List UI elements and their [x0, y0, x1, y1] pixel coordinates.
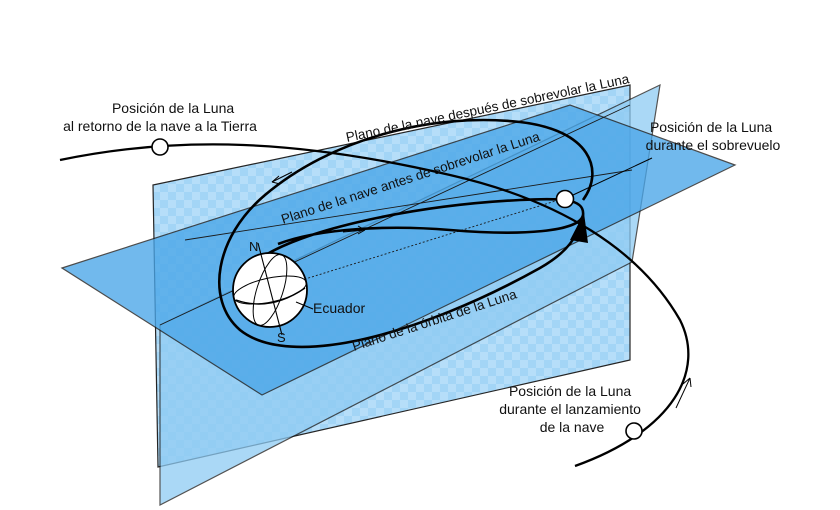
plane-intersection-line: [184, 169, 633, 241]
moon-flyby-label: Posición de la Luna durante el sobrevuel…: [646, 119, 781, 153]
equator-leader: [295, 301, 314, 310]
moon-launch-label-line1: Posición de la Luna: [509, 383, 631, 399]
moon-flyby-label-line2: durante el sobrevuelo: [646, 137, 781, 153]
trajectory-arrowhead: [570, 213, 588, 243]
moon-launch-marker: [625, 422, 643, 440]
moon-return-label-line2: al retorno de la nave a la Tierra: [63, 118, 257, 134]
earth-icon: [232, 242, 308, 336]
direction-arrow-icon: [675, 377, 692, 409]
earth-moon-line: [269, 197, 566, 291]
plane-moon-orbit: [60, 104, 737, 396]
moon-launch-label-line2: durante el lanzamiento: [499, 401, 641, 417]
direction-arrow-icon: [342, 225, 366, 235]
moon-flyby-label-line1: Posición de la Luna: [650, 119, 772, 135]
moon-launch-label: Posición de la Luna durante el lanzamien…: [499, 383, 645, 435]
equator-label: Ecuador: [313, 300, 365, 316]
south-label: S: [277, 330, 286, 345]
moon-flyby-marker: [555, 189, 575, 209]
north-label: N: [249, 239, 258, 254]
moon-launch-label-line3: de la nave: [540, 419, 605, 435]
moon-return-marker: [151, 138, 169, 156]
flyby-leader: [572, 157, 653, 196]
moon-return-label-line1: Posición de la Luna: [112, 100, 234, 116]
moon-orbit-path: [59, 143, 690, 468]
direction-arrow-icon: [271, 171, 293, 185]
moon-return-label: Posición de la Luna al retorno de la nav…: [63, 100, 257, 134]
trajectory-after-flyby: [218, 118, 594, 349]
